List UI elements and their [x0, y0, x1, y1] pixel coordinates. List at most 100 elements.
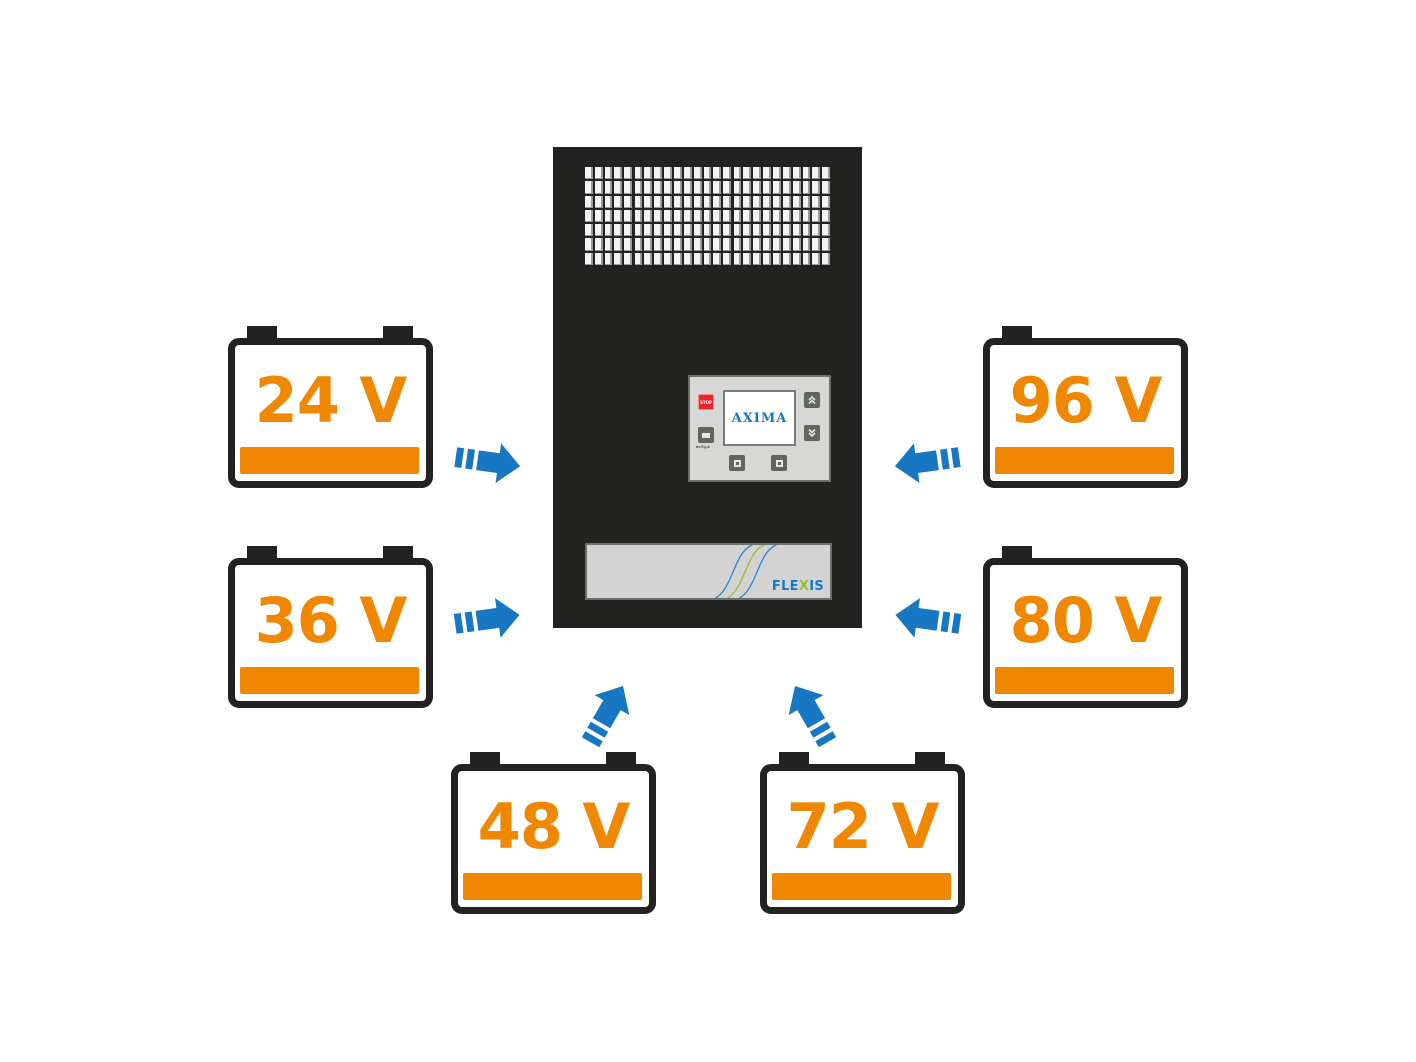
vent-slot [783, 167, 791, 180]
vent-slot [624, 195, 632, 208]
voltage-label: 72 V [786, 790, 940, 863]
vent-slot [624, 224, 632, 237]
vent-slot [812, 195, 821, 208]
vent-slot [772, 209, 781, 223]
vent-slot [792, 195, 801, 208]
vent-slot [743, 209, 752, 223]
vent-slot [673, 181, 682, 194]
battery-bar [463, 873, 642, 900]
brand-strip: FLEXIS [585, 543, 832, 600]
vent-slot [693, 181, 702, 194]
vent-slot [585, 181, 593, 194]
vent-slot [822, 167, 830, 180]
vent-slot [634, 181, 643, 194]
battery-bar [240, 667, 419, 694]
vent-slot [634, 252, 643, 265]
wave-lines-graphic [714, 545, 778, 598]
vent-slot [802, 195, 811, 208]
vent-slot [634, 238, 643, 251]
vent-slot [654, 252, 662, 265]
battery-24v: 24 V [228, 326, 433, 491]
vent-slot [822, 195, 830, 208]
vent-slot [644, 181, 653, 194]
usb-slot-icon [702, 432, 710, 438]
charger-cabinet: STOP AXIMA FLEXIS [553, 147, 862, 628]
vent-slot [693, 195, 702, 208]
soft-key-right-button[interactable] [771, 455, 787, 471]
vent-slot [783, 181, 791, 194]
vent-slot [802, 167, 811, 180]
vent-slot [604, 167, 613, 180]
vent-block [783, 167, 830, 265]
vent-slot [684, 167, 692, 180]
vent-slot [762, 209, 771, 223]
vent-slot [783, 209, 791, 223]
vent-slot [654, 209, 662, 223]
vent-slot [624, 238, 632, 251]
arrow-left-icon [894, 443, 961, 483]
vent-slot [673, 167, 682, 180]
vent-slot [792, 181, 801, 194]
vent-slot [673, 252, 682, 265]
brand-text-prefix: FLE [771, 579, 799, 594]
vent-slot [654, 195, 662, 208]
ventilation-grille [585, 167, 830, 265]
vent-slot [684, 181, 692, 194]
double-chevron-down-icon [808, 428, 816, 438]
vent-slot [723, 252, 731, 265]
vent-slot [614, 209, 623, 223]
vent-slot [772, 252, 781, 265]
scroll-down-button[interactable] [804, 425, 820, 441]
vent-slot [594, 181, 603, 194]
vent-slot [802, 252, 811, 265]
vent-slot [634, 224, 643, 237]
usb-icon [695, 444, 710, 452]
vent-block [684, 167, 731, 265]
vent-slot [693, 238, 702, 251]
vent-slot [693, 167, 702, 180]
vent-slot [753, 209, 761, 223]
vent-slot [733, 209, 742, 223]
usb-port[interactable] [698, 427, 714, 443]
vent-slot [703, 195, 712, 208]
vent-slot [684, 209, 692, 223]
battery-terminal [779, 752, 809, 766]
battery-96v: 96 V [983, 326, 1188, 491]
vent-slot [812, 238, 821, 251]
vent-slot [762, 195, 771, 208]
arrow-right-icon [454, 443, 521, 483]
vent-slot [772, 224, 781, 237]
vent-slot [684, 195, 692, 208]
vent-slot [762, 238, 771, 251]
vent-slot [723, 209, 731, 223]
vent-slot [743, 167, 752, 180]
vent-slot [703, 224, 712, 237]
stop-button[interactable]: STOP [698, 394, 714, 410]
vent-slot [783, 195, 791, 208]
vent-slot [585, 238, 593, 251]
vent-slot [604, 209, 613, 223]
vent-slot [614, 195, 623, 208]
vent-slot [792, 224, 801, 237]
arrow-right-icon [453, 598, 520, 638]
vent-slot [783, 224, 791, 237]
soft-key-left-button[interactable] [729, 455, 745, 471]
battery-48v: 48 V [451, 752, 656, 917]
vent-slot [663, 209, 672, 223]
vent-slot [783, 238, 791, 251]
battery-terminal [470, 752, 500, 766]
battery-80v: 80 V [983, 546, 1188, 711]
vent-slot [733, 167, 742, 180]
voltage-label: 24 V [254, 364, 408, 437]
vent-slot [594, 209, 603, 223]
vent-slot [614, 181, 623, 194]
brand-text-suffix: IS [809, 579, 824, 594]
vent-slot [624, 209, 632, 223]
vent-slot [703, 252, 712, 265]
vent-slot [644, 238, 653, 251]
vent-slot [673, 195, 682, 208]
scroll-up-button[interactable] [804, 392, 820, 408]
battery-terminal [247, 326, 277, 340]
voltage-label: 80 V [1009, 584, 1163, 657]
vent-slot [743, 238, 752, 251]
